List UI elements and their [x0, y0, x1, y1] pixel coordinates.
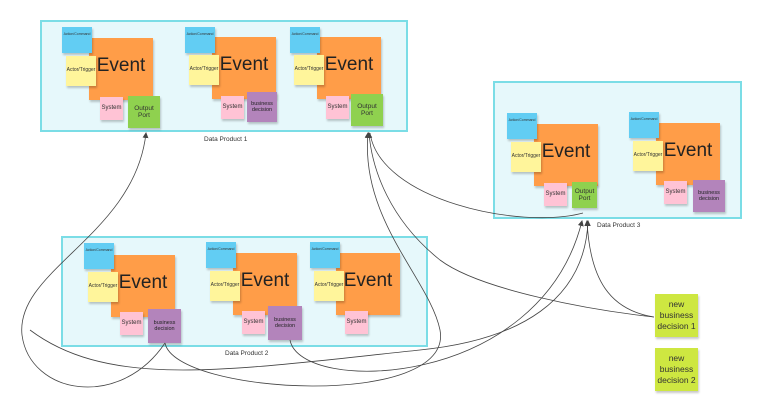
new-business-decision-note-2[interactable]: new business decision 2: [655, 348, 698, 391]
business-decision-label: business decision: [698, 189, 720, 202]
system-label: System: [665, 189, 686, 196]
event-label: Event: [219, 54, 269, 75]
data-product-2-label: Data Product 2: [225, 350, 269, 357]
system-label: System: [222, 104, 243, 111]
note-text: new business decision 2: [657, 352, 696, 386]
event-sticky[interactable]: Event: [111, 255, 175, 317]
system-sticky[interactable]: System: [326, 96, 349, 119]
system-label: System: [346, 319, 367, 326]
output-port-label: Output Port: [574, 187, 595, 202]
event-label: Event: [541, 141, 591, 162]
event-sticky[interactable]: Event: [212, 37, 276, 99]
business-decision-sticky[interactable]: business decision: [693, 180, 725, 212]
actor-label: Actor/Trigger: [511, 153, 541, 160]
data-product-1-label: Data Product 1: [204, 136, 248, 143]
business-decision-label: business decision: [153, 319, 176, 332]
system-sticky[interactable]: System: [544, 183, 567, 206]
business-decision-sticky[interactable]: business decision: [148, 309, 181, 343]
output-port-label: Output Port: [134, 104, 154, 119]
command-sticky[interactable]: Action/Command: [507, 113, 537, 139]
actor-sticky[interactable]: Actor/Trigger: [511, 142, 541, 172]
business-decision-sticky[interactable]: business decision: [247, 92, 277, 122]
event-sticky[interactable]: Event: [656, 123, 720, 185]
command-sticky[interactable]: Action/Command: [62, 27, 92, 53]
event-label: Event: [663, 140, 713, 161]
actor-label: Actor/Trigger: [633, 152, 663, 159]
system-label: System: [243, 319, 264, 326]
output-port-sticky[interactable]: Output Port: [572, 182, 597, 208]
actor-sticky[interactable]: Actor/Trigger: [66, 56, 96, 86]
system-sticky[interactable]: System: [100, 97, 123, 120]
new-business-decision-note-1[interactable]: new business decision 1: [655, 294, 698, 337]
actor-sticky[interactable]: Actor/Trigger: [189, 55, 219, 85]
system-label: System: [545, 191, 566, 198]
actor-label: Actor/Trigger: [88, 283, 118, 290]
command-sticky[interactable]: Action/Command: [84, 243, 114, 269]
actor-sticky[interactable]: Actor/Trigger: [633, 141, 663, 171]
system-sticky[interactable]: System: [221, 96, 244, 119]
actor-label: Actor/Trigger: [314, 282, 344, 289]
output-port-label: Output Port: [357, 102, 377, 117]
system-label: System: [101, 105, 122, 112]
system-sticky[interactable]: System: [664, 181, 687, 204]
actor-sticky[interactable]: Actor/Trigger: [314, 271, 344, 301]
event-sticky[interactable]: Event: [336, 253, 400, 315]
actor-sticky[interactable]: Actor/Trigger: [294, 55, 324, 85]
data-product-3-label: Data Product 3: [597, 222, 641, 229]
system-label: System: [121, 320, 142, 327]
business-decision-label: business decision: [274, 316, 296, 329]
actor-label: Actor/Trigger: [66, 67, 96, 74]
command-label: Action/Command: [291, 32, 319, 36]
system-sticky[interactable]: System: [345, 311, 368, 334]
event-label: Event: [343, 270, 393, 291]
business-decision-label: business decision: [251, 100, 273, 113]
event-label: Event: [324, 54, 374, 75]
output-port-sticky[interactable]: Output Port: [351, 94, 383, 126]
connector-note-1-to-dp3: [584, 220, 655, 318]
event-label: Event: [118, 272, 168, 293]
note-text: new business decision 1: [657, 298, 696, 332]
event-sticky[interactable]: Event: [89, 38, 153, 100]
command-label: Action/Command: [630, 117, 658, 121]
command-label: Action/Command: [186, 32, 214, 36]
command-label: Action/Command: [508, 118, 536, 122]
command-label: Action/Command: [63, 32, 91, 36]
system-sticky[interactable]: System: [120, 312, 143, 335]
command-sticky[interactable]: Action/Command: [290, 27, 320, 53]
system-sticky[interactable]: System: [242, 311, 265, 334]
event-label: Event: [96, 55, 146, 76]
event-label: Event: [240, 270, 290, 291]
command-label: Action/Command: [207, 247, 235, 251]
command-label: Action/Command: [311, 247, 339, 251]
actor-label: Actor/Trigger: [189, 66, 219, 73]
command-sticky[interactable]: Action/Command: [206, 242, 236, 268]
actor-sticky[interactable]: Actor/Trigger: [210, 271, 240, 301]
system-label: System: [327, 104, 348, 111]
actor-label: Actor/Trigger: [210, 282, 240, 289]
actor-sticky[interactable]: Actor/Trigger: [88, 272, 118, 302]
command-label: Action/Command: [85, 248, 113, 252]
actor-label: Actor/Trigger: [294, 66, 324, 73]
command-sticky[interactable]: Action/Command: [629, 112, 659, 138]
command-sticky[interactable]: Action/Command: [310, 242, 340, 268]
event-sticky[interactable]: Event: [317, 37, 381, 99]
business-decision-sticky[interactable]: business decision: [268, 306, 302, 340]
command-sticky[interactable]: Action/Command: [185, 27, 215, 53]
event-sticky[interactable]: Event: [534, 124, 598, 186]
output-port-sticky[interactable]: Output Port: [128, 96, 160, 128]
